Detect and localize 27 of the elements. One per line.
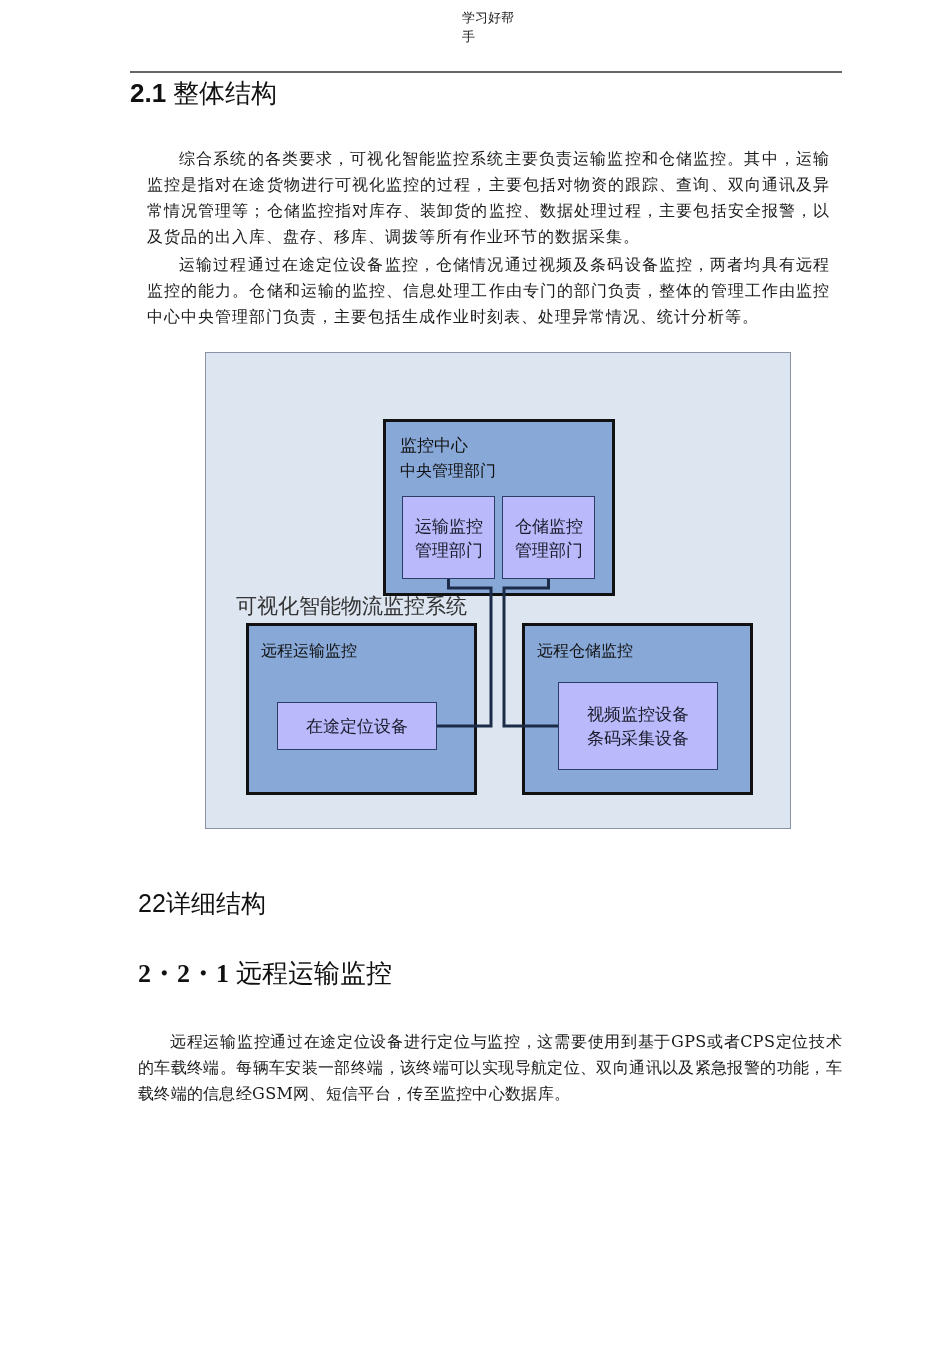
node-label: 条码采集设备 bbox=[587, 727, 689, 750]
node-label: 在途定位设备 bbox=[306, 715, 408, 738]
body-paragraph: 运输过程通过在途定位设备监控，仓储情况通过视频及条码设备监控，两者均具有远程监控的能力。仓储和运输的监控、信息处理工作由专门的部门负责，整体的管理工作由监控中心中央管理部门负责，主要包括生成作业时刻表、处理异常情况、统计分析等。 bbox=[147, 254, 830, 328]
section-heading: 2.1 整体结构 bbox=[130, 77, 278, 110]
section-heading: 22详细结构 bbox=[138, 888, 266, 919]
connector-line bbox=[437, 579, 493, 728]
connector-line bbox=[502, 579, 558, 728]
group-heading: 远程仓储监控 bbox=[537, 640, 633, 662]
page-header-text: 学习好帮手 bbox=[462, 9, 515, 46]
body-paragraph: 综合系统的各类要求，可视化智能监控系统主要负责运输监控和仓储监控。其中，运输监控是指对在途货物进行可视化监控的过程，主要包括对物资的跟踪、查询、双向通讯及异常情况管理等；仓储监控指对库存、装卸货的监控、数据处理过程，主要包括安全报警，以及货品的出入库、盘存、移库、调拨等所有作业环节的数据采集。 bbox=[147, 148, 830, 248]
device-box bbox=[558, 682, 718, 770]
node-label: 视频监控设备 bbox=[587, 703, 689, 726]
group-subheading: 中央管理部门 bbox=[400, 460, 496, 482]
node-label: 仓储监控管理部门 bbox=[513, 514, 584, 562]
diagram-panel bbox=[205, 352, 791, 829]
subsection-heading: 2・2・1 远程运输监控 bbox=[138, 958, 392, 990]
group-box bbox=[522, 623, 753, 795]
panel-heading: 可视化智能物流监控系统 bbox=[236, 593, 467, 620]
group-heading: 远程运输监控 bbox=[261, 640, 357, 662]
group-box bbox=[246, 623, 477, 795]
node-label: 运输监控管理部门 bbox=[413, 514, 484, 562]
process-box bbox=[402, 496, 495, 579]
group-box bbox=[383, 419, 615, 596]
body-paragraph: 远程运输监控通过在途定位设备进行定位与监控，这需要使用到基于GPS或者CPS定位技术的车载终端。每辆车安装一部终端，该终端可以实现导航定位、双向通讯以及紧急报警的功能，车载终端的信息经GSM网、短信平台，传至监控中心数据库。 bbox=[138, 1031, 842, 1105]
device-box bbox=[277, 702, 437, 750]
process-box bbox=[502, 496, 595, 579]
group-heading: 监控中心 bbox=[400, 434, 468, 457]
